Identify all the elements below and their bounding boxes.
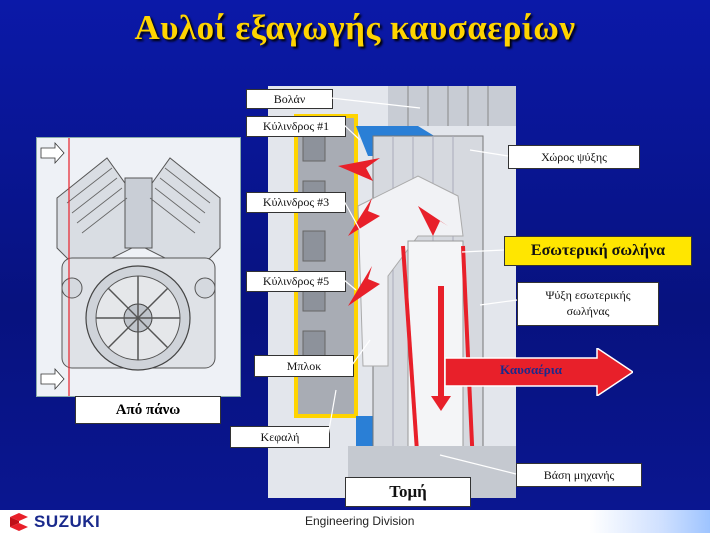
suzuki-logo: SUZUKI <box>8 512 100 532</box>
label-cylinder-1: Κύλινδρος #1 <box>246 116 346 137</box>
label-volan: Βολάν <box>246 89 333 109</box>
label-cylinder-5: Κύλινδρος #5 <box>246 271 346 292</box>
engine-cross-section-image <box>268 86 516 498</box>
exhaust-arrow <box>445 348 633 396</box>
exhaust-label: Καυσαέρια <box>500 362 562 377</box>
top-view-caption: Από πάνω <box>75 396 221 424</box>
label-cylinder-3: Κύλινδρος #3 <box>246 192 346 213</box>
label-inner-pipe: Εσωτερική σωλήνα <box>504 236 692 266</box>
label-cooling-space: Χώρος ψύξης <box>508 145 640 169</box>
footer: SUZUKI Engineering Division <box>0 510 710 533</box>
footer-stripe <box>590 510 710 533</box>
label-engine-base: Βάση μηχανής <box>516 463 642 487</box>
suzuki-s-icon <box>10 513 28 531</box>
footer-division: Engineering Division <box>305 514 415 528</box>
slide-title: Αυλοί εξαγωγής καυσαερίων <box>134 8 576 47</box>
label-head: Κεφαλή <box>230 426 330 448</box>
engine-top-view-drawing <box>37 138 240 396</box>
label-inner-pipe-cooling: Ψύξη εσωτερικής σωλήνας <box>517 282 659 326</box>
engine-top-view-image <box>36 137 241 397</box>
label-section: Τομή <box>345 477 471 507</box>
label-inner-pipe-cooling-line1: Ψύξη εσωτερικής <box>545 288 631 302</box>
label-inner-pipe-cooling-line2: σωλήνας <box>566 304 610 318</box>
brand-name: SUZUKI <box>34 512 101 531</box>
label-block: Μπλοκ <box>254 355 354 377</box>
